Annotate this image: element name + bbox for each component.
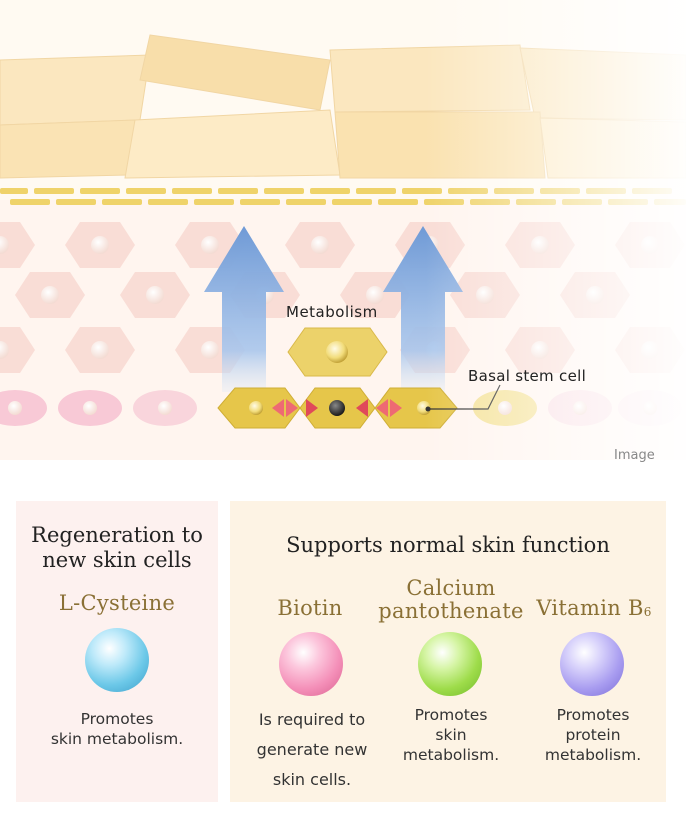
skin-layer-illustration: [0, 0, 686, 480]
biotin-description: Is required to generate new skin cells.: [238, 705, 386, 795]
nutrient-l-cysteine: L-Cysteine: [58, 591, 176, 615]
vitamin-b6-name: Vitamin B: [536, 596, 644, 620]
calcium-pantothenate-description: Promotes skin metabolism.: [376, 705, 526, 765]
calcium-desc-line3: metabolism.: [402, 746, 500, 764]
l-cysteine-desc-line1: Promotes: [80, 710, 154, 728]
skin-function-panel: Supports normal skin function Biotin Is …: [230, 501, 666, 802]
regeneration-heading: Regeneration to new skin cells: [16, 523, 218, 573]
biotin-desc-line2: generate new: [256, 740, 368, 759]
calcium-desc-line2: skin: [435, 726, 467, 744]
l-cysteine-description: Promotes skin metabolism.: [16, 709, 218, 749]
vitamin-b6-desc-line1: Promotes: [556, 706, 630, 724]
vitamin-b6-subscript: 6: [643, 605, 652, 619]
vitamin-b6-desc-line2: protein: [565, 726, 621, 744]
regeneration-heading-line2: new skin cells: [42, 548, 192, 572]
biotin-desc-line3: skin cells.: [272, 770, 352, 789]
calcium-desc-line1: Promotes: [414, 706, 488, 724]
basal-stem-cell-label: Basal stem cell: [468, 367, 587, 385]
nutrient-vitamin-b6: Vitamin B6: [524, 597, 664, 624]
biotin-name: Biotin: [277, 596, 343, 620]
skin-illustration-svg: [0, 0, 686, 480]
calcium-pantothenate-sphere: [418, 632, 482, 696]
vitamin-b6-desc-line3: metabolism.: [544, 746, 642, 764]
vitamin-b6-description: Promotes protein metabolism.: [520, 705, 666, 765]
regeneration-heading-line1: Regeneration to: [31, 523, 203, 547]
nutrient-biotin: Biotin: [238, 597, 382, 620]
calcium-name-line1: Calcium: [406, 576, 496, 600]
calcium-name-line2: pantothenate: [378, 599, 524, 623]
l-cysteine-desc-line2: skin metabolism.: [50, 730, 184, 748]
biotin-desc-line1: Is required to: [258, 710, 366, 729]
metabolism-label: Metabolism: [286, 303, 378, 321]
image-note: Image: [614, 448, 655, 463]
skin-function-heading: Supports normal skin function: [286, 533, 610, 557]
vitamin-b6-sphere: [560, 632, 624, 696]
biotin-sphere: [279, 632, 343, 696]
nutrient-calcium-pantothenate: Calcium pantothenate: [372, 577, 530, 623]
l-cysteine-sphere: [85, 628, 149, 692]
regeneration-panel: Regeneration to new skin cells L-Cystein…: [16, 501, 218, 802]
